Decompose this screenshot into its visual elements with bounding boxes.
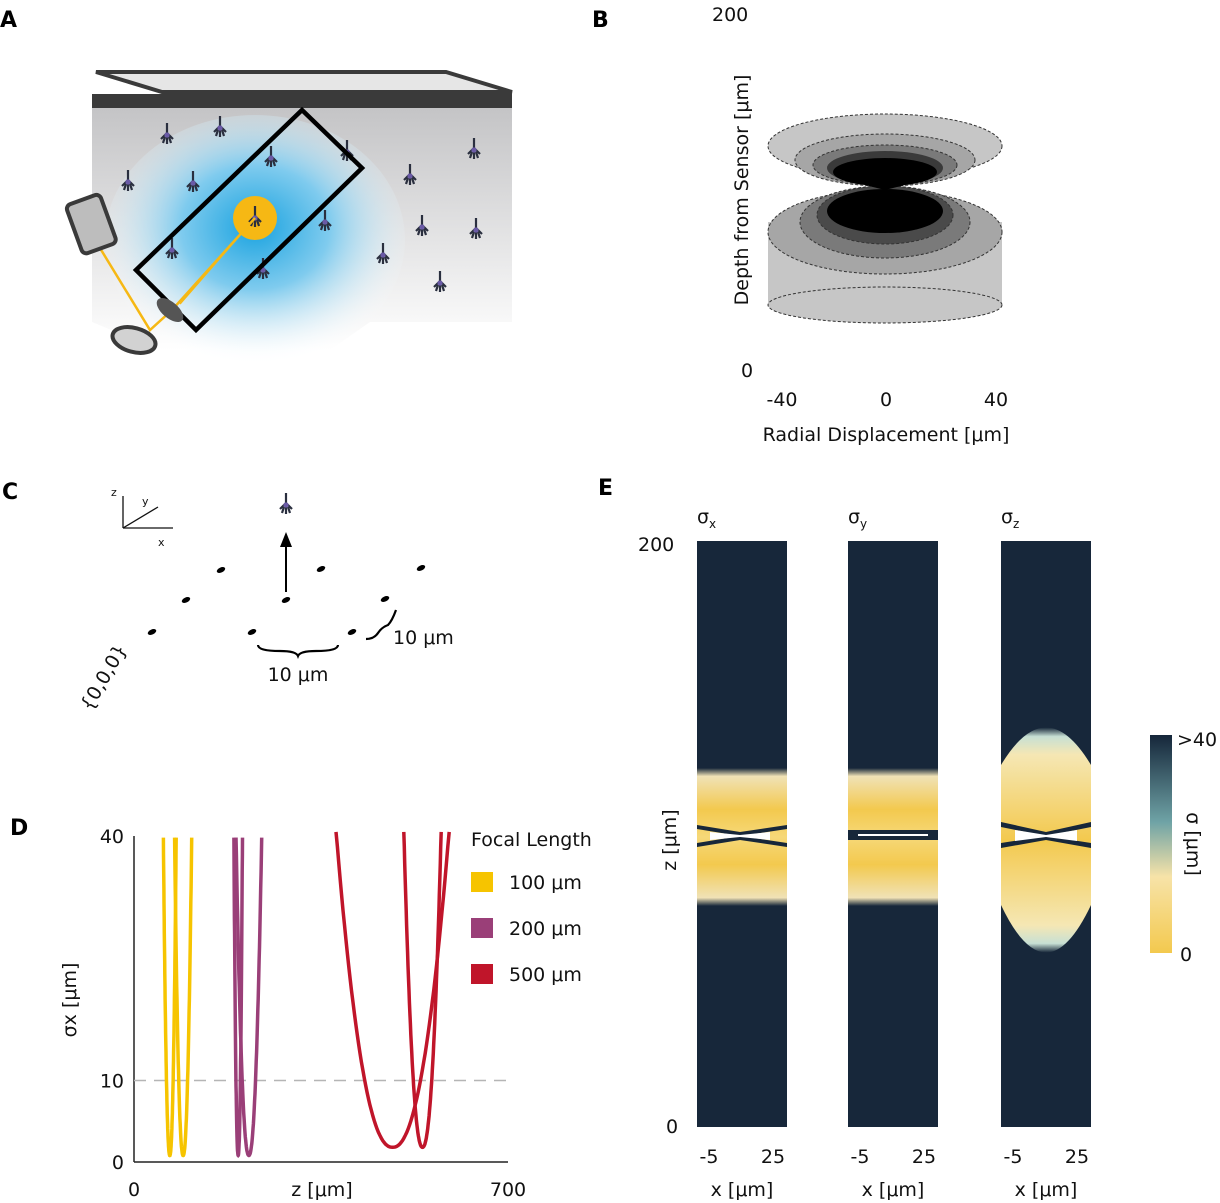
svg-text:25: 25 [761,1146,785,1168]
detector-icon [64,192,118,256]
d-legend-swatch [471,918,493,938]
d-legend-swatch [471,872,493,892]
e-ytick-bottom: 0 [666,1116,678,1138]
d-tick-labels: 0 10 40 0 700 [100,826,526,1201]
panel-letter-d: D [10,816,28,841]
d-xtick: 0 [128,1179,140,1201]
d-series-curve [402,831,443,1150]
svg-text:-5: -5 [700,1146,719,1168]
light-path [90,217,256,332]
b-xtick-0: -40 [766,389,797,411]
panel-e: E 200 0 z [μm] σx σy σz [598,476,1217,1201]
e-column-sigma-y: σy [848,506,938,1127]
b-ylabel: Depth from Sensor [μm] [731,75,753,306]
b-upper-cone [767,113,1003,190]
e-colorbar: >40 0 σ [μm] [1150,729,1217,966]
e-column-sigma-z: σz [1001,506,1091,1127]
d-xlabel: z [μm] [291,1179,352,1201]
b-lower-cone [767,185,1003,324]
d-legend-label: 100 μm [509,872,582,894]
d-xtick: 700 [490,1179,526,1201]
c-spacing-x: 10 μm [268,664,329,686]
b-xlabel: Radial Displacement [μm] [763,424,1010,446]
coverslip-edge [92,94,512,108]
d-series-curve [234,837,264,1158]
panel-c: C z y x 10 μm 10 μm {0,0,0} [2,480,454,715]
b-xtick-2: 40 [984,389,1008,411]
c-neuron-icon [278,491,294,516]
c-spacing-y: 10 μm [393,627,454,649]
d-legend-label: 500 μm [509,964,582,986]
svg-text:x [μm]: x [μm] [1015,1179,1078,1201]
d-series-curve [172,837,194,1158]
c-brace-y [365,609,398,641]
c-grid-points [147,565,426,635]
e-title-x: σx [697,506,716,531]
c-arrow-head [280,532,292,547]
e-xticks: -5 25 -5 25 -5 25 [700,1146,1090,1168]
c-axes-icon: z y x [111,486,173,549]
panel-letter-b: B [592,8,609,33]
lens-icon [156,298,184,322]
e-title-z: σz [1001,506,1019,531]
panel-letter-a: A [0,8,17,33]
e-ylabel: z [μm] [659,809,681,870]
c-origin: {0,0,0} [76,641,131,715]
d-legend: Focal Length 100 μm 200 μm 500 μm [471,829,592,986]
svg-text:-5: -5 [851,1146,870,1168]
d-ylabel: σx [μm] [59,963,81,1038]
b-ytick-top: 200 [712,4,748,26]
e-xlabels: x [μm] x [μm] x [μm] [711,1179,1078,1201]
svg-text:25: 25 [912,1146,936,1168]
e-cbar-label: σ [μm] [1182,812,1204,876]
d-legend-title: Focal Length [471,829,592,851]
svg-text:-5: -5 [1004,1146,1023,1168]
b-xtick-1: 0 [880,389,892,411]
b-ytick-bottom: 0 [741,360,753,382]
e-column-sigma-x: σx [697,506,787,1127]
d-legend-label: 200 μm [509,918,582,940]
svg-text:x [μm]: x [μm] [862,1179,925,1201]
svg-text:x [μm]: x [μm] [711,1179,774,1201]
panel-d: D 0 10 40 0 700 z [μm] σx [μm] Focal Length … [10,816,592,1201]
d-legend-swatch [471,964,493,984]
d-series-curve [161,837,178,1158]
d-series [161,831,451,1158]
d-ytick: 0 [112,1152,124,1174]
c-brace-x [256,644,340,659]
c-axis-y: y [142,495,149,508]
e-title-y: σy [848,506,867,531]
d-series-curve [334,831,451,1150]
panel-b: B 200 0 Depth from Sensor [μm] -40 0 40 … [592,4,1009,446]
coverslip [95,70,513,94]
c-axis-x: x [158,536,165,549]
d-ytick: 10 [100,1071,124,1093]
d-ytick: 40 [100,826,124,848]
panel-letter-c: C [2,480,18,505]
e-cbar-top: >40 [1177,729,1217,751]
e-cbar-bottom: 0 [1180,944,1192,966]
svg-text:25: 25 [1065,1146,1089,1168]
panel-letter-e: E [598,476,613,501]
c-axis-z: z [111,486,117,499]
panel-a: A [0,8,513,365]
objective-icon [110,325,158,355]
e-ytick-top: 200 [638,534,674,556]
